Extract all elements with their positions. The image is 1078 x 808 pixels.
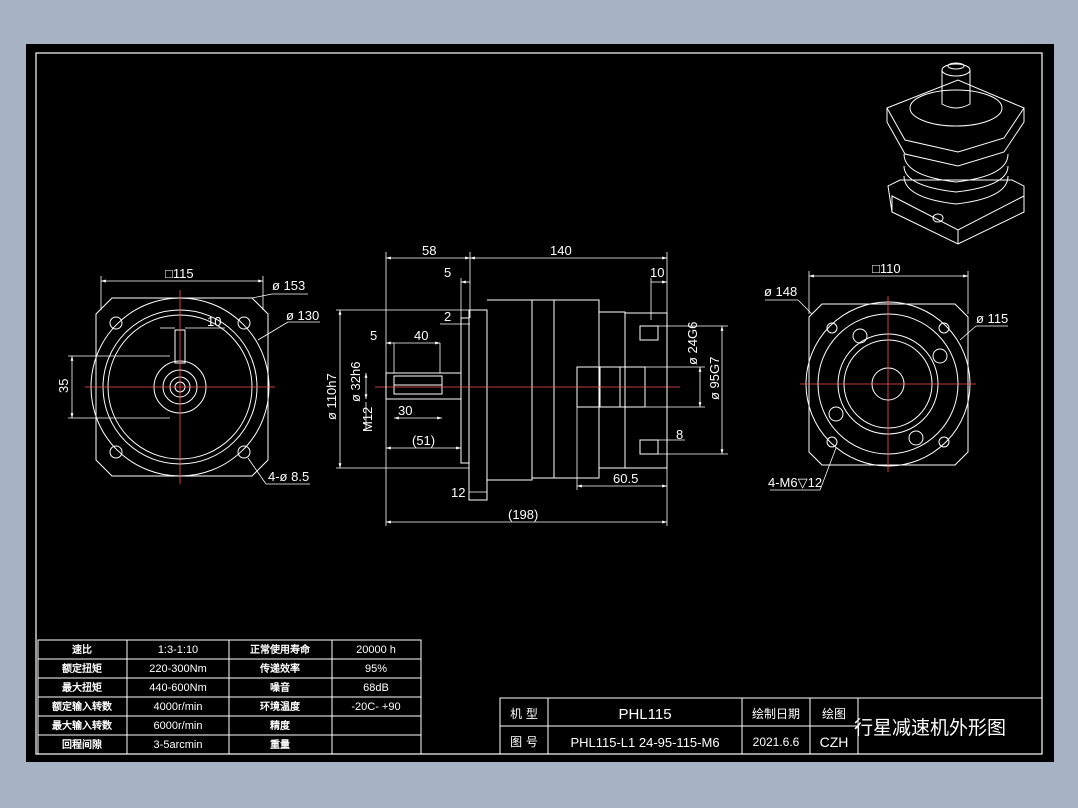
- dim-right-d148: ø 148: [764, 284, 797, 299]
- spec-cell-r5-c1: 3-5arcmin: [154, 739, 203, 751]
- dim-60-5: 60.5: [613, 471, 638, 486]
- drawing-title: 行星减速机外形图: [854, 717, 1006, 739]
- spec-cell-r0-c0: 速比: [72, 643, 92, 656]
- right-view-center-lines: [800, 296, 976, 472]
- dim-51: (51): [412, 433, 435, 448]
- spec-cell-r1-c1: 220-300Nm: [149, 663, 206, 675]
- dim-right-d115: ø 115: [976, 311, 1008, 326]
- title-date-value: 2021.6.6: [753, 735, 800, 749]
- dim-10: 10: [650, 265, 664, 280]
- dim-40: 40: [414, 328, 428, 343]
- side-view: [385, 299, 668, 501]
- spec-cell-r4-c0: 最大输入转数: [52, 719, 113, 732]
- dim-right-square: □110: [872, 261, 901, 276]
- title-model-label: 机 型: [510, 707, 538, 721]
- dim-d95g7: ø 95G7: [707, 357, 722, 400]
- dim-right-holes: 4-M6▽12: [768, 475, 822, 490]
- spec-cell-r4-c2: 精度: [270, 719, 291, 732]
- right-view-labels: □110 ø 148 ø 115 4-M6▽12: [764, 261, 1008, 490]
- dim-left-holes: 4-ø 8.5: [268, 469, 309, 484]
- isometric-view: [886, 62, 1025, 245]
- spec-cell-r5-c2: 重量: [270, 738, 290, 751]
- paper-sheet: [26, 44, 1054, 762]
- spec-cell-r1-c0: 额定扭矩: [62, 662, 102, 675]
- title-drawer-label: 绘图: [822, 706, 846, 721]
- spec-cell-r2-c1: 440-600Nm: [149, 682, 206, 694]
- title-drawing-no-value: PHL115-L1 24-95-115-M6: [570, 735, 719, 750]
- dim-left-square: □115: [165, 266, 194, 281]
- spec-cell-r1-c3: 95%: [365, 663, 387, 675]
- spec-cell-r1-c2: 传递效率: [259, 662, 300, 675]
- spec-cell-r3-c2: 环境温度: [260, 700, 301, 713]
- dim-m12: M12: [360, 407, 375, 432]
- spec-cell-r2-c2: 噪音: [270, 681, 290, 694]
- dim-left-d153: ø 153: [272, 278, 305, 293]
- spec-cell-r3-c0: 额定输入转数: [52, 700, 113, 713]
- title-date-label: 绘制日期: [752, 706, 800, 721]
- spec-table: [37, 639, 422, 755]
- dim-58: 58: [422, 243, 436, 258]
- dim-2: 2: [444, 309, 451, 324]
- dim-8: 8: [676, 427, 683, 442]
- spec-cell-r0-c1: 1:3-1:10: [158, 644, 198, 656]
- title-block: [499, 697, 1043, 755]
- spec-cell-r2-c3: 68dB: [363, 682, 389, 694]
- right-view-dims: [765, 271, 1008, 491]
- left-view-labels: □115 ø 153 ø 130 10 35 4-ø 8.5: [56, 266, 319, 484]
- left-view-dims: [68, 276, 320, 485]
- dim-5b: 5: [370, 328, 377, 343]
- spec-cell-r2-c0: 最大扭矩: [62, 681, 102, 694]
- dim-d110h7: ø 110h7: [324, 373, 339, 420]
- spec-cell-r0-c2: 正常使用寿命: [250, 643, 311, 656]
- spec-cell-r5-c0: 回程间隙: [62, 738, 102, 751]
- title-block-text: 机 型 PHL115 图 号 PHL115-L1 24-95-115-M6 绘制…: [510, 706, 1006, 750]
- title-drawing-no-label: 图 号: [510, 735, 538, 749]
- spec-cell-r4-c1: 6000r/min: [154, 720, 203, 732]
- dim-left-35: 35: [56, 379, 71, 393]
- side-view-dims: [336, 252, 728, 526]
- side-view-labels: 58 140 5 10 2 5 40 30 (51) ø 110h7 ø 32h…: [324, 243, 722, 522]
- dim-left-key: 10: [207, 314, 221, 329]
- spec-cell-r0-c3: 20000 h: [356, 644, 396, 656]
- spec-cell-r3-c3: -20C- +90: [351, 701, 400, 713]
- left-view-center-lines: [85, 290, 275, 484]
- dim-d24g6: ø 24G6: [685, 322, 700, 365]
- spec-table-cells: 速比 1:3-1:10 正常使用寿命 20000 h 额定扭矩 220-300Nm 传递效率…: [52, 643, 401, 751]
- dim-198: (198): [508, 507, 538, 522]
- spec-cell-r3-c1: 4000r/min: [154, 701, 203, 713]
- dim-left-d130: ø 130: [286, 308, 319, 323]
- dim-12: 12: [451, 485, 465, 500]
- title-model-value: PHL115: [618, 706, 671, 723]
- dim-d32h6: ø 32h6: [348, 362, 363, 402]
- dim-5: 5: [444, 265, 451, 280]
- dim-140: 140: [550, 243, 572, 258]
- title-drawer-value: CZH: [820, 734, 849, 750]
- dim-30: 30: [398, 403, 412, 418]
